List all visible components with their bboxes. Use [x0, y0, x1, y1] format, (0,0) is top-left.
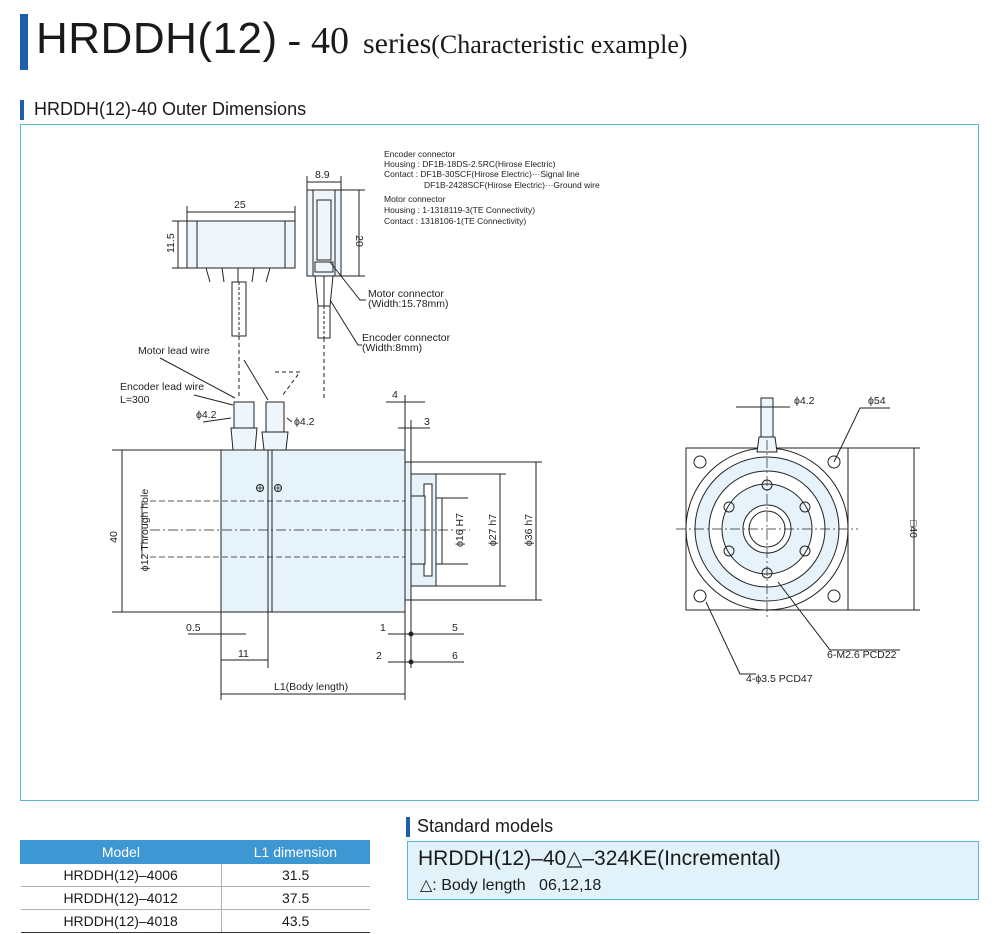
front-view-centerlines: [676, 440, 858, 620]
page-title: HRDDH(12) - 40 series (Characteristic ex…: [36, 14, 688, 74]
encoder-contact-note-1: Contact : DF1B-30SCF(Hirose Electric)···…: [384, 169, 580, 179]
model-cell: HRDDH(12)–4012: [20, 886, 222, 910]
motor-housing-note: Housing : 1-1318119-3(TE Connectivity): [384, 205, 535, 215]
outer-dimensions-heading: HRDDH(12)-40 Outer Dimensions: [34, 99, 307, 119]
phi27-label: ϕ27 h7: [487, 514, 499, 546]
encoder-lead-wire-label: Encoder lead wire: [120, 381, 204, 393]
encoder-lead-length-label: L=300: [120, 394, 150, 406]
encoder-connector-width-label: (Width:8mm): [362, 342, 422, 354]
section-accent-bar: [20, 100, 24, 120]
connector-notes: Encoder connector Housing : DF1B-18DS-2.…: [384, 149, 600, 226]
motor-front-view: [685, 397, 920, 675]
dim-label-0-5: 0.5: [186, 622, 201, 634]
dim-label-2: 2: [376, 650, 382, 662]
dim-label-4: 4: [392, 389, 398, 401]
motor-lead-wire-label: Motor lead wire: [138, 345, 210, 357]
table-row: HRDDH(12)–4006 31.5: [20, 863, 370, 887]
motor-contact-note: Contact : 1318106-1(TE Connectivity): [384, 216, 526, 226]
side-view-dimensions: [112, 357, 542, 700]
encoder-connector-drawing: [306, 189, 342, 339]
encoder-connector-label: Encoder connector: [362, 332, 451, 344]
m26-label: 6-M2.6 PCD22: [827, 649, 897, 661]
body-length-note: △: Body length 06,12,18: [420, 877, 602, 894]
motor-connector-label: Motor connector: [368, 288, 444, 300]
drawing-frame: [20, 124, 979, 801]
title-subtitle: (Characteristic example): [431, 30, 688, 59]
body-length-label: L1(Body length): [274, 681, 348, 693]
dim-label-square40: □40: [907, 520, 919, 538]
phi16-label: ϕ16 H7: [454, 513, 466, 547]
motor-connector-width-label: (Width:15.78mm): [368, 298, 449, 310]
dim-label-phi54: ϕ54: [868, 395, 886, 407]
through-hole-label: ϕ12 Through hole: [139, 489, 151, 572]
l1-cell: 43.5: [220, 909, 370, 933]
standard-model-code: HRDDH(12)–40△–324KE(Incremental): [418, 847, 781, 870]
model-column-header: Model: [20, 840, 222, 864]
model-cell: HRDDH(12)–4006: [20, 863, 222, 887]
standard-model-box: HRDDH(12)–40△–324KE(Incremental) △: Body…: [407, 841, 979, 900]
motor-side-view: [220, 401, 437, 613]
through-hole-lines: [141, 500, 405, 558]
l1-cell: 37.5: [220, 886, 370, 910]
dim-label-8-9: 8.9: [315, 169, 330, 181]
motor-connector-title: Motor connector: [384, 194, 446, 204]
table-row: HRDDH(12)–4012 37.5: [20, 886, 370, 910]
dim-label-11-5: 11.5: [165, 233, 177, 253]
dim-label-phi4-2-b: ϕ4.2: [294, 416, 315, 428]
dim-label-40: 40: [108, 531, 120, 543]
table-row: HRDDH(12)–4018 43.5: [20, 909, 370, 933]
dim-label-25: 25: [234, 199, 246, 211]
encoder-contact-note-2: DF1B-2428SCF(Hirose Electric)···Ground w…: [424, 180, 600, 190]
dim-label-1: 1: [380, 622, 386, 634]
title-dash: -: [287, 17, 301, 62]
dim-label-5: 5: [452, 622, 458, 634]
standard-models-heading: Standard models: [417, 816, 554, 836]
dim-label-6: 6: [452, 650, 458, 662]
dim-label-20: 20: [353, 235, 365, 247]
standard-models-accent-bar: [406, 817, 410, 837]
phi35-label: 4-ϕ3.5 PCD47: [746, 673, 813, 685]
dim-label-phi4-2-c: ϕ4.2: [794, 395, 815, 407]
model-cell: HRDDH(12)–4018: [20, 909, 222, 933]
dim-label-11: 11: [238, 648, 249, 660]
l1-cell: 31.5: [220, 863, 370, 887]
title-model: HRDDH(12): [36, 14, 278, 63]
l1-column-header: L1 dimension: [220, 840, 371, 864]
encoder-housing-note: Housing : DF1B-18DS-2.5RC(Hirose Electri…: [384, 159, 556, 169]
l1-dimension-table: Model L1 dimension HRDDH(12)–4006 31.5 H…: [20, 840, 371, 933]
connector-dimensions: [172, 176, 366, 346]
dim-label-phi4-2-a: ϕ4.2: [196, 409, 217, 421]
title-accent-bar: [20, 14, 28, 70]
title-series: series: [362, 27, 432, 60]
encoder-connector-title: Encoder connector: [384, 149, 456, 159]
phi36-label: ϕ36 h7: [523, 514, 535, 546]
table-header-row: Model L1 dimension: [20, 840, 371, 864]
title-number: 40: [310, 20, 349, 62]
motor-connector-drawing: [186, 220, 296, 337]
dim-label-3: 3: [424, 416, 430, 428]
lead-dashed-lines: [238, 336, 325, 398]
